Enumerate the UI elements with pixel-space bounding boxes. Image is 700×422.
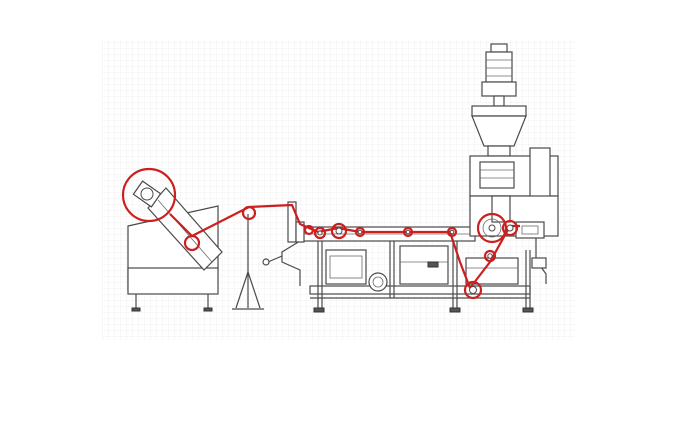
unwind-roll-core [132,180,162,208]
guide-stand [232,214,264,310]
laminating-rolls [476,212,519,244]
main-frame [262,201,534,313]
conveyor-rollers [303,222,497,300]
unwind-roll [121,167,177,223]
